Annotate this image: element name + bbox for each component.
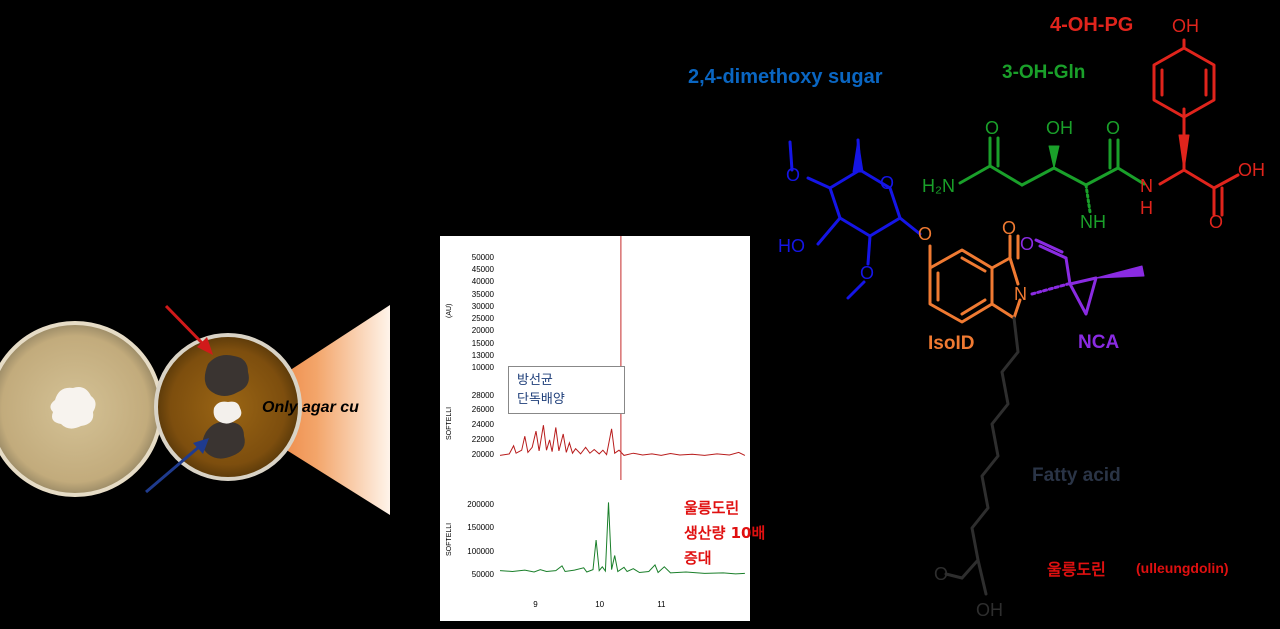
hydroxyglutamine-moiety (958, 136, 1146, 214)
atom-nh-pg: N (1140, 176, 1153, 196)
atom-oh-carboxyl: OH (1238, 160, 1265, 180)
gln-hydroxyl-wedge (1048, 145, 1060, 169)
monoculture-line-1: 방선균 (517, 373, 553, 388)
x-tick: 9 (533, 600, 538, 609)
fatty-acid-chain (944, 316, 1020, 596)
atom-o-glycosidic: O (918, 224, 933, 244)
y-tick-plot-mid: 28000 (471, 390, 494, 400)
fungus-colony-bottom (202, 421, 245, 459)
yield-annotation-1: 울릉도린 (684, 499, 740, 517)
phenylglycine-moiety (1152, 38, 1240, 217)
blue-arrow (145, 444, 201, 494)
plot-bot-trace (499, 502, 745, 575)
sugar-methyl-wedge (852, 139, 864, 173)
y-tick-top: 40000 (471, 277, 494, 287)
phenylglycine-wedge (1178, 134, 1190, 171)
y-tick-plot-mid: 24000 (471, 420, 494, 430)
label-dimethoxy-sugar: 2,4-dimethoxy sugar (688, 66, 883, 88)
label-fatty-acid: Fatty acid (1032, 465, 1121, 486)
atom-o-methoxy-2: O (860, 263, 875, 283)
atom-oh-gln: OH (1046, 118, 1073, 138)
y-tick-plot-mid: 26000 (471, 405, 494, 415)
y-tick-top: 50000 (471, 253, 494, 262)
atom-o-gln-carbonyl: O (1106, 118, 1121, 138)
label-nca: NCA (1078, 332, 1120, 353)
chromatogram-panel (440, 236, 750, 621)
yield-annotation-2: 생산량 10배 (684, 524, 766, 542)
yield-annotation-3: 증대 (684, 549, 712, 567)
y-tick-top: 13000 (471, 350, 494, 360)
bacteria-colony-coculture (213, 401, 242, 424)
y-tick-plot-mid: 20000 (471, 449, 494, 459)
label-isoid: IsoID (928, 333, 975, 354)
y-tick-top: 45000 (471, 265, 494, 275)
atom-nh-gln: NH (1080, 212, 1106, 232)
label-4-oh-pg: 4-OH-PG (1050, 14, 1134, 36)
red-arrow (164, 304, 207, 348)
fungus-colony-top (204, 355, 249, 396)
monoculture-label-box: 방선균 단독배양 (508, 366, 625, 414)
cyclopropane-methyl-wedge (1095, 265, 1145, 279)
atom-h-pg: H (1140, 198, 1153, 218)
y-tick-plot-bot: 200000 (467, 499, 494, 509)
zoom-wedge (226, 305, 390, 515)
red-arrow-head (197, 337, 213, 355)
y-tick-plot-bot: 150000 (467, 523, 494, 533)
cyclopropane-moiety (1030, 238, 1098, 316)
atom-o-lactam: O (1002, 218, 1017, 238)
atom-o-carboxyl: O (1209, 212, 1224, 232)
y-tick-top: 25000 (471, 314, 494, 324)
plot-bottom (499, 502, 745, 575)
atom-oh-acid: OH (976, 600, 1003, 620)
blue-arrow-head (193, 438, 209, 454)
atom-n-lactam: N (1014, 284, 1027, 304)
y-tick-top: 10000 (471, 363, 494, 372)
atom-oh-phenol: OH (1172, 16, 1199, 36)
atom-o-acid: O (934, 564, 949, 584)
y-tick-top: 35000 (471, 289, 494, 299)
y-tick-plot-mid: 22000 (471, 434, 494, 444)
atom-o-methoxy-1: O (786, 165, 801, 185)
x-tick: 11 (657, 600, 666, 609)
y-tick-plot-bot: 50000 (471, 570, 494, 580)
bacteria-colony-control (50, 387, 96, 429)
plot-mid-trace (499, 425, 746, 456)
label-3-oh-gln: 3-OH-Gln (1002, 62, 1086, 83)
y-tick-top: 30000 (471, 301, 494, 311)
atom-ho-sugar: HO (778, 236, 805, 256)
y-tick-top: 20000 (471, 326, 494, 336)
x-tick: 10 (595, 600, 605, 609)
plot-middle (499, 425, 746, 456)
y-tick-plot-bot: 100000 (467, 546, 494, 556)
atom-o-amide: O (985, 118, 1000, 138)
isoindolinone-moiety (928, 234, 1022, 324)
compound-name-ko: 울릉도린 (1047, 560, 1106, 579)
y-tick-top: 15000 (471, 338, 494, 348)
photo-caption: Only agar cu (262, 399, 359, 416)
monoculture-line-2: 단독배양 (517, 392, 565, 407)
atom-h2n: H₂N (922, 176, 955, 196)
compound-name-en: (ulleungdolin) (1136, 560, 1229, 576)
atom-o-sugar-ring: O (880, 173, 895, 193)
atom-o-aldehyde: O (1020, 234, 1035, 254)
